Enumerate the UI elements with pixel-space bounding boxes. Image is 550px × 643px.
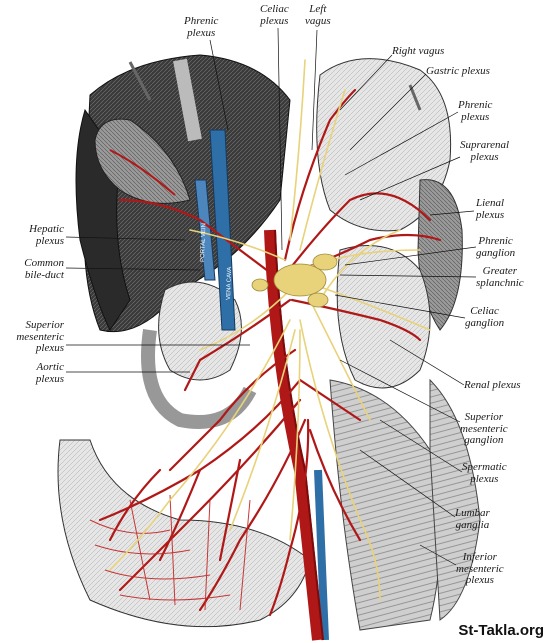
label-line: plexus <box>187 26 216 39</box>
label-line: Phrenic <box>184 15 219 27</box>
label-phrenic-plexus-top: Phrenic plexus <box>184 15 219 39</box>
duodenum <box>141 329 257 429</box>
label-line: Hepatic <box>29 223 64 235</box>
label-right-vagus: Right vagus <box>392 45 445 58</box>
label-line: plexus <box>35 342 64 354</box>
label-line: ganglia <box>455 518 490 531</box>
label-superior-mesenteric-plexus: Superior mesenteric plexus <box>4 319 65 355</box>
psoas-muscle <box>329 379 441 631</box>
kidney-left <box>336 245 431 389</box>
label-line: Phrenic <box>458 99 493 111</box>
label-line: Inferior <box>462 551 497 563</box>
label-line: Renal plexus <box>464 379 521 391</box>
label-phrenic-plexus-right: Phrenic plexus <box>458 99 493 123</box>
label-left-vagus: Left vagus <box>305 3 331 27</box>
label-greater-splanchnic: Greater splanchnic <box>476 265 524 289</box>
label-line: Common <box>24 257 64 269</box>
label-line: bile-duct <box>24 268 64 281</box>
label-line: plexus <box>470 472 499 485</box>
label-hepatic-plexus: Hepatic plexus <box>14 223 64 247</box>
vena-cava <box>209 129 236 331</box>
vena-cava-text: VENA CAVA <box>226 267 233 300</box>
label-line: Right vagus <box>392 45 445 57</box>
label-line: mesenteric <box>16 330 64 343</box>
label-line: plexus <box>35 372 64 385</box>
label-common-bile-duct: Common bile-duct <box>8 257 64 281</box>
label-line: Left <box>309 3 327 15</box>
ganglia <box>251 253 338 308</box>
label-suprarenal-plexus: Suprarenal plexus <box>460 139 510 163</box>
label-line: Lumbar <box>455 507 490 519</box>
label-line: Celiac <box>260 3 289 15</box>
label-line: ganglion <box>465 316 505 329</box>
label-line: ganglion <box>476 246 516 259</box>
label-superior-mesenteric-ganglion: Superior mesenteric ganglion <box>460 411 508 447</box>
intestine <box>57 439 311 628</box>
label-line: plexus <box>465 574 494 586</box>
label-line: vagus <box>305 14 331 27</box>
portal-vein-text: PORTAL VEIN <box>200 223 207 262</box>
leader-lines <box>65 27 477 566</box>
label-line: splanchnic <box>476 276 524 289</box>
label-line: plexus <box>35 234 64 247</box>
label-line: Superior <box>25 319 65 331</box>
label-renal-plexus: Renal plexus <box>464 379 521 392</box>
gall-bladder <box>94 118 191 204</box>
label-celiac-ganglion: Celiac ganglion <box>465 305 505 329</box>
label-aortic-plexus: Aortic plexus <box>14 361 65 385</box>
label-lumbar-ganglia: Lumbar ganglia <box>455 507 490 531</box>
label-line: Aortic <box>36 361 65 373</box>
label-line: Gastric plexus <box>426 65 490 77</box>
label-celiac-plexus-top: Celiac plexus <box>260 3 289 27</box>
label-inferior-mesenteric-plexus: Inferior mesenteric plexus <box>456 551 504 587</box>
psoas-muscle-right <box>429 378 481 621</box>
label-line: plexus <box>260 14 289 27</box>
label-spermatic-plexus: Spermatic plexus <box>462 461 507 485</box>
label-line: Spermatic <box>462 461 507 473</box>
label-line: ganglion <box>464 434 504 446</box>
watermark: St-Takla.org <box>458 622 544 639</box>
label-line: plexus <box>476 208 505 221</box>
label-line: Lienal <box>476 197 505 209</box>
label-line: plexus <box>461 110 490 123</box>
label-line: Superior <box>464 411 504 423</box>
label-line: mesenteric <box>460 422 508 435</box>
label-line: mesenteric <box>456 562 504 575</box>
label-line: plexus <box>470 150 499 163</box>
arteries <box>98 88 442 617</box>
label-phrenic-ganglion: Phrenic ganglion <box>476 235 516 259</box>
portal-vein <box>194 179 216 281</box>
label-lienal-plexus: Lienal plexus <box>476 197 505 221</box>
label-line: Greater <box>482 265 518 277</box>
label-line: Phrenic <box>478 235 513 247</box>
label-line: Suprarenal <box>460 139 510 151</box>
label-line: Celiac <box>470 305 499 317</box>
label-gastric-plexus: Gastric plexus <box>426 65 490 78</box>
